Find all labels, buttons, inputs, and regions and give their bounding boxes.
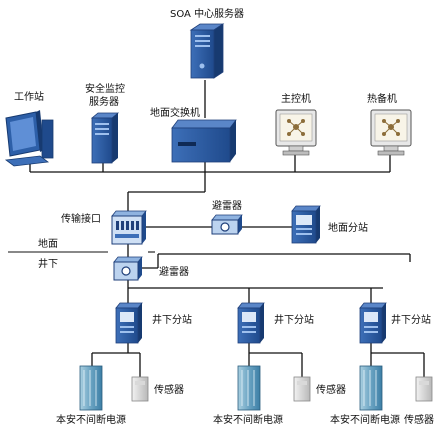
ground-switch-label: 地面交换机 [150,106,200,119]
sensor-2 [293,376,311,402]
upper-lightning-arrester-label: 避雷器 [212,199,242,212]
ground-label: 地面 [38,237,58,250]
underground-substation-3 [359,302,387,344]
ground-substation-icon [291,205,321,244]
sensor-3-label: 传感器 [404,413,434,426]
transmission-interface-icon [111,210,147,245]
ups-3-label: 本安不间断电源 [330,413,400,426]
ups-2 [237,365,261,411]
security-server-label-line2: 服务器 [89,95,119,108]
hot-standby-monitor [370,109,412,156]
hot-standby-label: 热备机 [367,92,397,105]
workstation-icon [4,110,54,167]
soa-server-label: SOA 中心服务器 [170,7,244,20]
upper-lightning-arrester-icon [211,214,243,235]
ups-3 [359,365,383,411]
security-server-tower [90,112,120,164]
underground-substation-2 [237,302,265,344]
ground-substation-label: 地面分站 [328,221,368,234]
connection-lines [29,80,425,377]
transmission-interface-label: 传输接口 [61,212,101,225]
soa-server-tower [189,23,225,79]
sensor-1 [131,376,149,402]
security-server-label-line1: 安全监控 [85,82,125,95]
ups-2-label: 本安不间断电源 [213,413,283,426]
lower-lightning-arrester-label: 避雷器 [159,265,189,278]
underground-substation-1-label: 井下分站 [152,313,192,326]
ground-switch-icon [171,119,237,163]
underground-substation-1 [115,302,143,344]
underground-label: 井下 [38,257,58,270]
ups-1-label: 本安不间断电源 [56,413,126,426]
sensor-2-label: 传感器 [316,383,346,396]
underground-substation-3-label: 井下分站 [391,313,431,326]
sensor-3 [415,376,433,402]
sensor-1-label: 传感器 [154,383,184,396]
ups-1 [79,365,103,411]
workstation-label: 工作站 [14,90,44,103]
underground-substation-2-label: 井下分站 [274,313,314,326]
main-control-label: 主控机 [281,92,311,105]
main-control-monitor [275,109,317,156]
lower-lightning-arrester-icon [113,256,143,281]
